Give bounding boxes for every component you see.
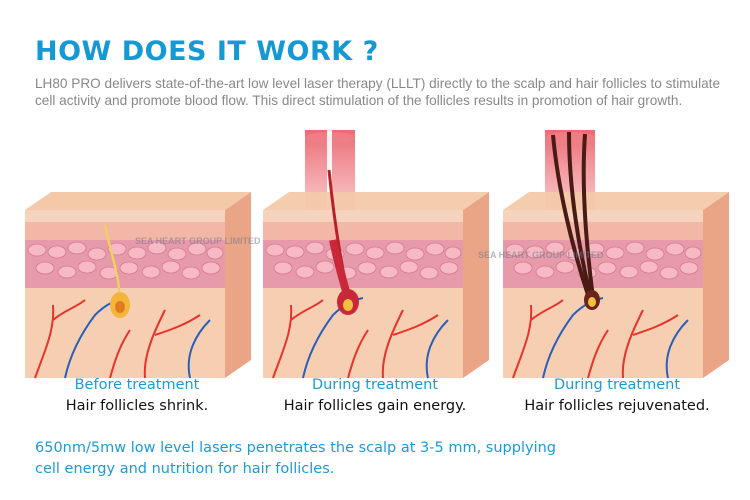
page-title: HOW DOES IT WORK ? [35, 36, 379, 67]
watermark-text: SEA HEART GROUP LIMITED [478, 250, 604, 260]
caption-stage-1: Before treatment [74, 377, 200, 393]
skin-block [25, 192, 251, 379]
skin-diagram-after [503, 130, 729, 380]
footer-note: 650nm/5mw low level lasers penetrates th… [35, 440, 556, 477]
caption-effect-2: Hair follicles gain energy. [283, 398, 467, 414]
caption-effect-1: Hair follicles shrink. [65, 398, 209, 414]
caption-stage-2: During treatment [311, 377, 439, 393]
skin-block [503, 192, 729, 379]
skin-block [263, 192, 489, 379]
caption-effect-3: Hair follicles rejuvenated. [524, 398, 710, 414]
skin-diagram-before [25, 130, 251, 380]
watermark-text: SEA HEART GROUP LIMITED [135, 236, 261, 246]
intro-paragraph: LH80 PRO delivers state-of-the-art low l… [35, 76, 721, 108]
energized-follicle [327, 169, 359, 315]
rejuvenated-hair [551, 131, 600, 310]
caption-stage-3: During treatment [553, 377, 681, 393]
shrunken-follicle [103, 224, 130, 318]
skin-diagram-during [263, 130, 489, 380]
